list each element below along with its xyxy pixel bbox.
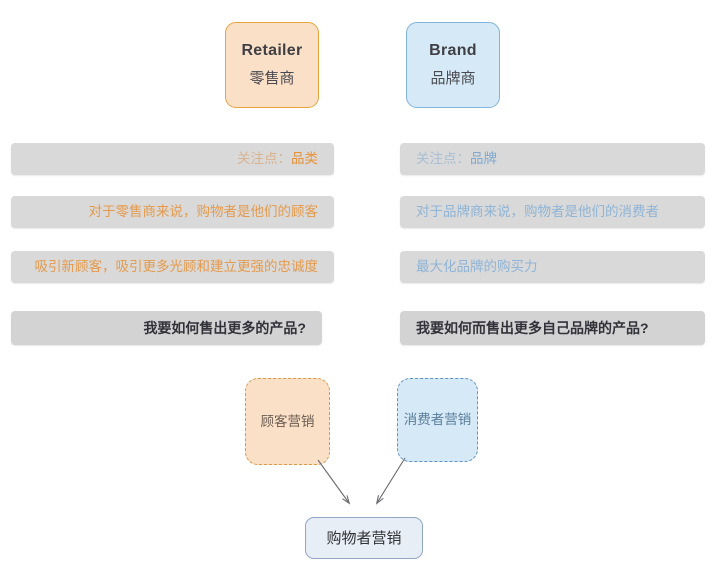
row-goal-left-text: 吸引新顾客，吸引更多光顾和建立更强的忠诚度 [34, 259, 319, 275]
row-goal-left-bar: 吸引新顾客，吸引更多光顾和建立更强的忠诚度 [11, 251, 334, 283]
row-focus-left-prefix: 关注点： [237, 151, 291, 167]
arrow-customer-to-shopper [317, 459, 349, 503]
row-focus-left-bar: 关注点：品类 [11, 143, 334, 175]
brand-header-box: Brand 品牌商 [406, 22, 500, 108]
customer-marketing-box: 顾客营销 [245, 378, 330, 465]
row-question-right-text: 我要如何而售出更多自己品牌的产品? [416, 320, 649, 336]
row-question-right-bar: 我要如何而售出更多自己品牌的产品? [400, 311, 705, 345]
row-question-left-text: 我要如何售出更多的产品? [143, 320, 306, 336]
brand-label-cn: 品牌商 [430, 70, 476, 87]
row-focus-right-text: 关注点：品牌 [416, 152, 497, 166]
consumer-marketing-box: 消费者营销 [397, 378, 478, 462]
customer-marketing-label: 顾客营销 [260, 413, 315, 429]
row-focus-right-value: 品牌 [470, 151, 497, 167]
row-focus-right-bar: 关注点：品牌 [400, 143, 705, 175]
row-shopper-definition-right-bar: 对于品牌商来说，购物者是他们的消费者 [400, 196, 705, 228]
row-focus-right-prefix: 关注点： [416, 151, 470, 167]
row-focus-left-text: 关注点：品类 [237, 152, 318, 166]
row-shopper-definition-right-text: 对于品牌商来说，购物者是他们的消费者 [416, 204, 659, 220]
row-shopper-definition-left-bar: 对于零售商来说，购物者是他们的顾客 [11, 196, 334, 228]
retailer-header-box: Retailer 零售商 [225, 22, 319, 108]
arrow-consumer-to-shopper [377, 457, 406, 503]
row-goal-right-text: 最大化品牌的购买力 [416, 259, 538, 275]
shopper-marketing-label: 购物者营销 [326, 529, 402, 547]
row-focus-left-value: 品类 [291, 151, 318, 167]
row-goal-right-bar: 最大化品牌的购买力 [400, 251, 705, 283]
brand-label-en: Brand [429, 42, 477, 59]
row-question-left-bar: 我要如何售出更多的产品? [11, 311, 322, 345]
consumer-marketing-label: 消费者营销 [403, 412, 472, 428]
retailer-label-en: Retailer [241, 42, 303, 59]
retailer-label-cn: 零售商 [249, 70, 295, 87]
row-shopper-definition-left-text: 对于零售商来说，购物者是他们的顾客 [88, 204, 319, 220]
shopper-marketing-box: 购物者营销 [305, 517, 423, 559]
